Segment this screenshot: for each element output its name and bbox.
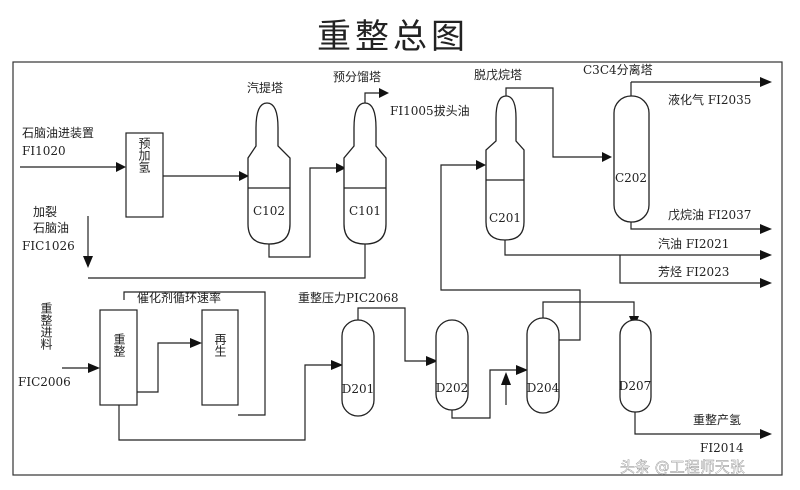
- hc-naphtha-line: [83, 216, 93, 268]
- d202-label: D202: [436, 381, 469, 395]
- d202-separator: [435, 319, 469, 411]
- fi1020-label: FI1020: [22, 144, 66, 158]
- reform-feed-line: [62, 363, 100, 373]
- gasoline-label: 汽油 FI2021: [658, 236, 729, 251]
- d201-label: D201: [342, 382, 375, 396]
- catalyst-rate-label: 催化剂循环速率: [137, 290, 221, 305]
- d201-to-d202-line: [357, 307, 438, 366]
- hc-naphtha-label-1: 加裂: [33, 205, 57, 219]
- reformer-to-d201-line: [118, 360, 343, 441]
- c101-label: C101: [349, 204, 381, 218]
- c102-stripper-column: [247, 102, 291, 245]
- c201-label: C201: [489, 211, 521, 225]
- c3c4-label: C3C4分离塔: [583, 62, 653, 77]
- d204-label: D204: [527, 381, 560, 395]
- c201-feed-line: [440, 160, 486, 280]
- gasoline-line: [504, 240, 772, 260]
- top-oil-label: FI1005拔头油: [390, 103, 470, 118]
- d204-return-line: [501, 372, 511, 405]
- stripper-label: 汽提塔: [247, 80, 283, 95]
- d204-separator: [526, 317, 560, 414]
- pentane-line: [630, 222, 772, 234]
- reform-pressure-label: 重整压力PIC2068: [298, 290, 399, 305]
- naphtha-feed-line: [20, 162, 126, 172]
- regen-unit: [201, 309, 239, 406]
- c101-prefrac-column: [343, 102, 387, 245]
- h2-label-2: FI2014: [700, 441, 744, 455]
- regen-label: 再生: [213, 333, 227, 357]
- lpg-line: [631, 77, 772, 87]
- prefrac-label: 预分馏塔: [333, 70, 381, 84]
- c201-to-c202-line: [505, 87, 612, 162]
- aromatics-line: [619, 255, 772, 288]
- reformer-to-regen-line: [137, 338, 202, 393]
- pentane-label: 戊烷油 FI2037: [668, 208, 751, 222]
- c102-to-c101-line: [268, 163, 346, 258]
- reformer-unit: [99, 309, 138, 406]
- diagram-title: 重整总图: [317, 17, 469, 57]
- aromatics-label: 芳烃 FI2023: [658, 265, 729, 279]
- c202-label: C202: [615, 171, 647, 185]
- c201-depentanizer-column: [485, 95, 525, 241]
- prehydro-label: 预加氢: [137, 137, 151, 173]
- reform-feed-label: 重整进料: [39, 302, 53, 350]
- h2-label-1: 重整产氢: [693, 412, 741, 427]
- watermark-text: 头条 @工程师天张: [620, 458, 745, 476]
- d201-separator: [341, 319, 375, 417]
- d204-to-c201-line: [440, 280, 581, 341]
- fic1026-label: FIC1026: [22, 239, 75, 253]
- h2-product-line: [634, 412, 772, 439]
- depentanizer-label: 脱戊烷塔: [474, 67, 522, 82]
- c101-bottom-line: [88, 244, 366, 279]
- prehydro-to-c102-line: [163, 171, 249, 181]
- catalyst-loop-line: [119, 291, 266, 416]
- hc-naphtha-label-2: 石脑油: [33, 221, 69, 235]
- lpg-label: 液化气 FI2035: [668, 92, 751, 107]
- reformer-label: 重整: [112, 333, 126, 357]
- naphtha-in-label: 石脑油进装置: [22, 126, 94, 140]
- c202-splitter-column: [613, 82, 650, 223]
- d202-to-d204-line: [451, 365, 528, 419]
- d207-separator: [619, 319, 652, 413]
- c102-label: C102: [253, 204, 285, 218]
- prehydro-unit: [125, 132, 164, 218]
- c101-top-oil-line: [364, 88, 389, 103]
- d207-label: D207: [619, 379, 652, 393]
- fic2006-label: FIC2006: [18, 375, 71, 389]
- diagram-frame: [12, 61, 783, 476]
